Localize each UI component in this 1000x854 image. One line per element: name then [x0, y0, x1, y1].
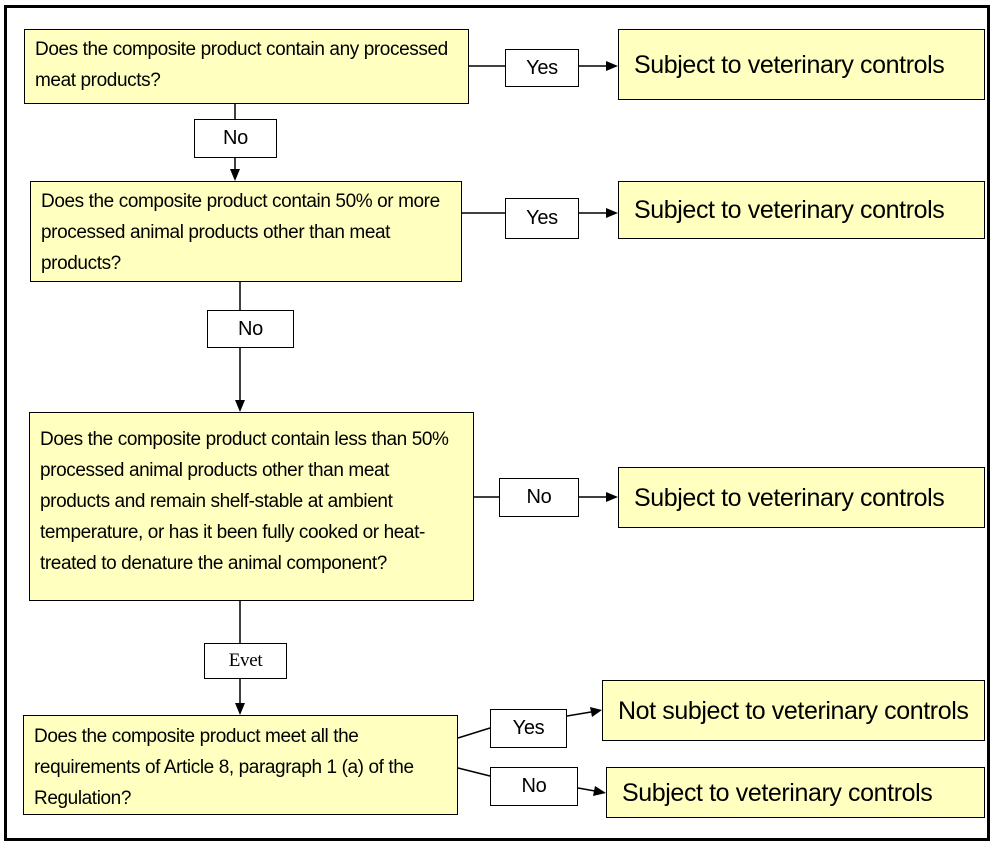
connector-no4-r5 [577, 787, 596, 792]
result-box-1: Subject to veterinary controls [618, 29, 985, 100]
question-text-2: Does the composite product contain 50% o… [41, 191, 440, 274]
yes-label-1: Yes [505, 49, 579, 87]
result-text-1: Subject to veterinary controls [634, 50, 945, 79]
yes-label-2: Yes [505, 198, 579, 239]
result-box-4: Not subject to veterinary controls [602, 680, 985, 741]
result-box-3: Subject to veterinary controls [618, 467, 985, 528]
arrowhead-r4 [590, 707, 602, 717]
question-box-1: Does the composite product contain any p… [24, 29, 469, 104]
arrowhead-r2 [606, 208, 618, 218]
yes-label-4: Yes [490, 709, 567, 748]
connector-yes4-r4 [566, 711, 592, 717]
connector-q4-yes [457, 727, 491, 739]
arrowhead-q3 [235, 400, 245, 412]
question-box-2: Does the composite product contain 50% o… [30, 181, 462, 282]
no-label-4: No [490, 767, 578, 806]
question-text-1: Does the composite product contain any p… [35, 39, 448, 91]
arrowhead-r3 [606, 492, 618, 502]
question-text-4: Does the composite product meet all the … [34, 726, 414, 809]
arrowhead-q4 [235, 703, 245, 715]
question-box-3: Does the composite product contain less … [29, 412, 474, 601]
arrowhead-r5 [593, 786, 606, 796]
result-text-4: Not subject to veterinary controls [618, 696, 969, 725]
result-text-5: Subject to veterinary controls [622, 778, 933, 807]
evet-label: Evet [204, 643, 287, 679]
no-label-3: No [499, 478, 579, 517]
arrowhead-r1 [606, 61, 618, 71]
arrowhead-q2 [230, 169, 240, 181]
result-text-2: Subject to veterinary controls [634, 196, 945, 224]
result-box-2: Subject to veterinary controls [618, 181, 985, 239]
question-box-4: Does the composite product meet all the … [23, 715, 458, 815]
result-box-5: Subject to veterinary controls [606, 767, 985, 818]
result-text-3: Subject to veterinary controls [634, 483, 945, 512]
connector-q4-no [457, 767, 491, 777]
question-text-3: Does the composite product contain less … [40, 429, 449, 574]
no-label-1: No [194, 119, 277, 158]
no-label-2: No [207, 310, 294, 348]
